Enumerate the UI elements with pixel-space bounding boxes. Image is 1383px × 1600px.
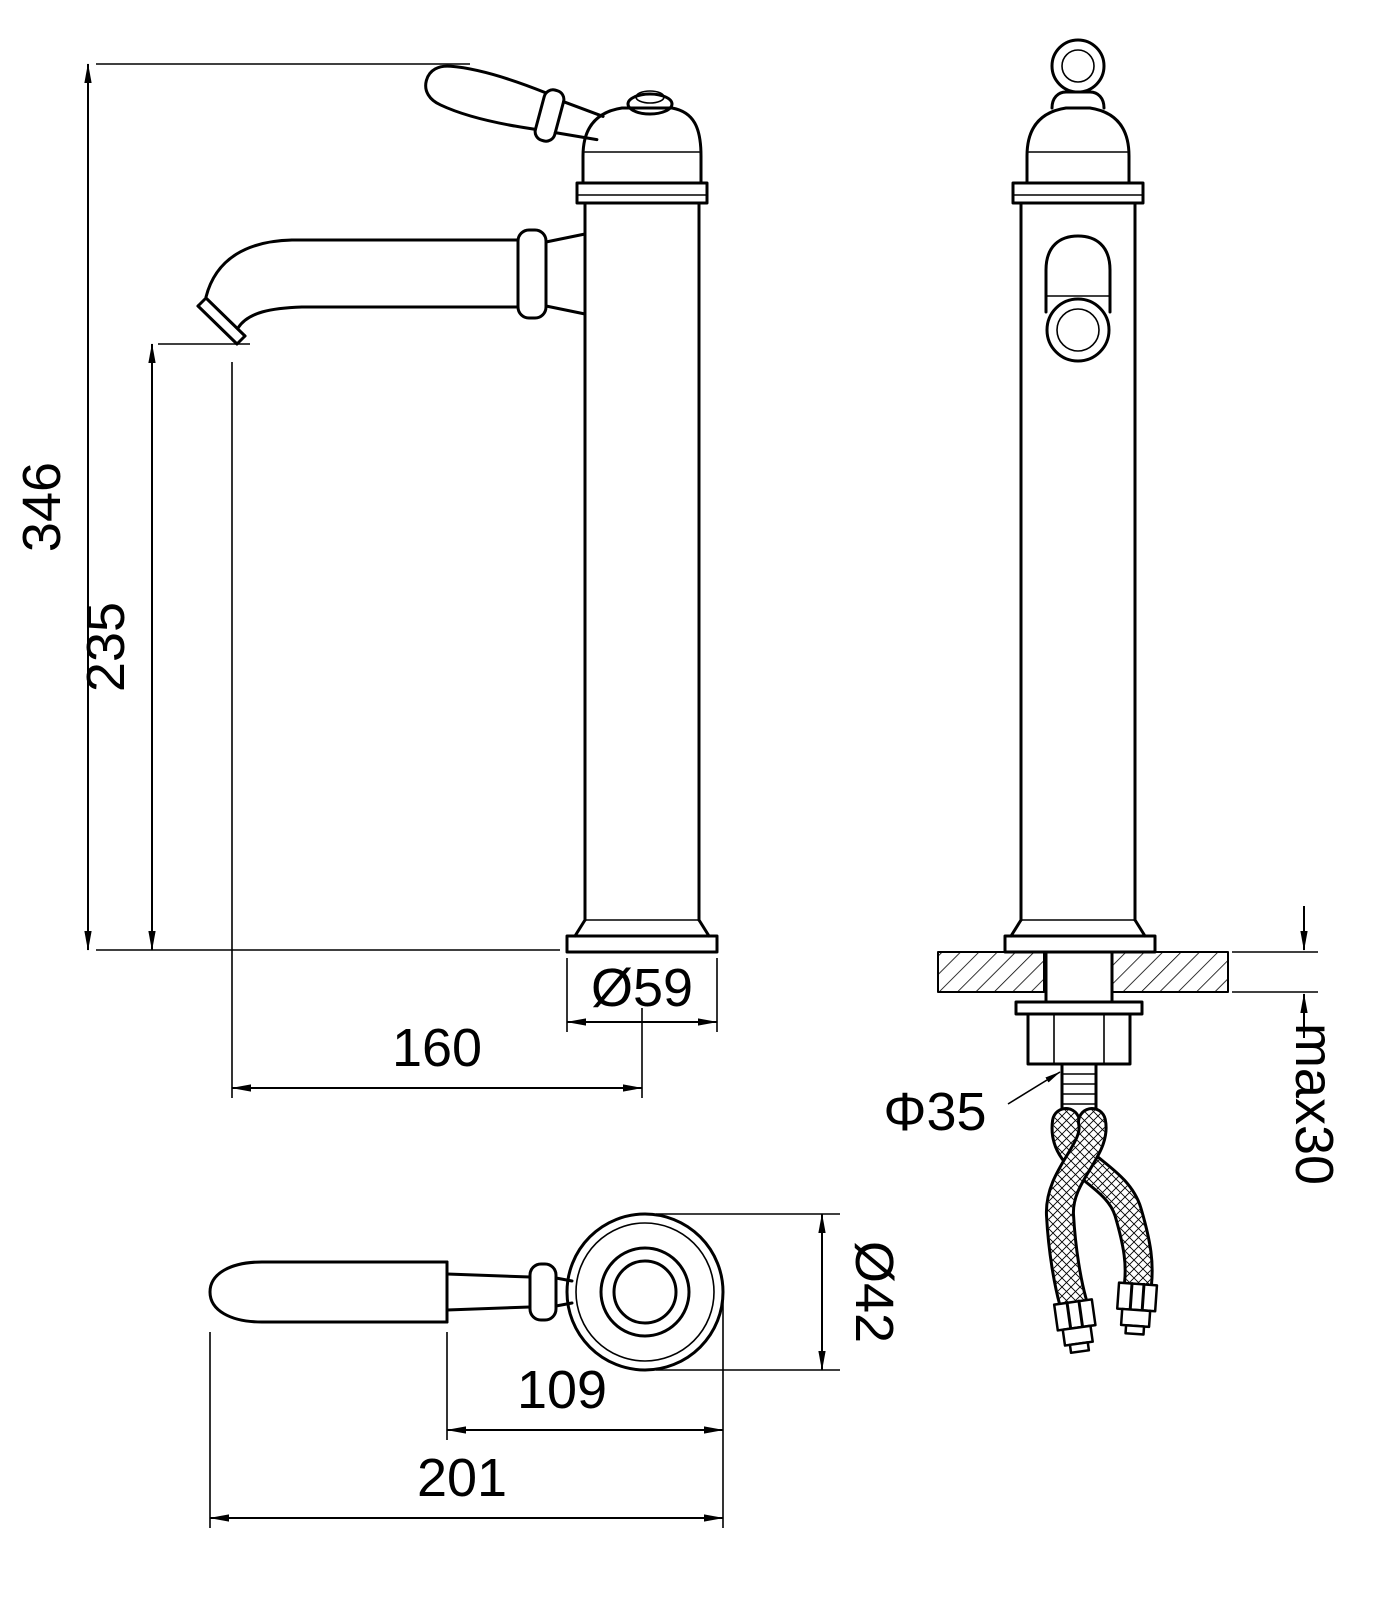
dim-total-height: 346 [12,63,560,951]
lever-handle-side [424,64,605,143]
front-view [937,38,1229,1355]
faucet-head-front [1025,38,1131,185]
top-view [208,1212,725,1372]
hose-fitting [1052,1298,1097,1355]
dim-spout-reach: 160 [231,362,643,1098]
dim-handle-offset: 109 [446,1300,724,1528]
dim-top-diameter: Ø42 [656,1213,904,1371]
dim-deck-thickness: max30 [1232,906,1344,1185]
dim-label-hole-diameter: Φ35 [883,1082,986,1142]
dim-spout-height: 235 [76,343,250,951]
spout-side [196,228,587,346]
dim-overall-length: 201 [209,1332,724,1528]
faucet-body-front [1003,181,1157,954]
hose-fitting [1115,1281,1159,1336]
dim-label-top-diameter: Ø42 [844,1241,904,1343]
dim-hole-diameter: Φ35 [883,1071,1061,1142]
dim-label-overall-length: 201 [417,1448,507,1508]
dim-label-base-diameter: Ø59 [591,958,693,1018]
body-top-circles [565,1212,725,1372]
dim-label-spout-reach: 160 [392,1018,482,1078]
spout-front [1044,234,1112,363]
faucet-head-side [581,90,703,185]
dim-label-deck-thickness: max30 [1284,1023,1344,1185]
side-view [196,64,719,954]
dim-label-total-height: 346 [12,462,72,552]
lever-handle-top [208,1260,574,1324]
faucet-body-side [565,181,719,954]
dim-base-diameter: Ø59 [566,958,718,1032]
dim-label-spout-height: 235 [76,602,136,692]
dim-label-handle-offset: 109 [517,1360,607,1420]
mounting-deck [937,951,1229,993]
flex-hoses [1045,1107,1159,1355]
